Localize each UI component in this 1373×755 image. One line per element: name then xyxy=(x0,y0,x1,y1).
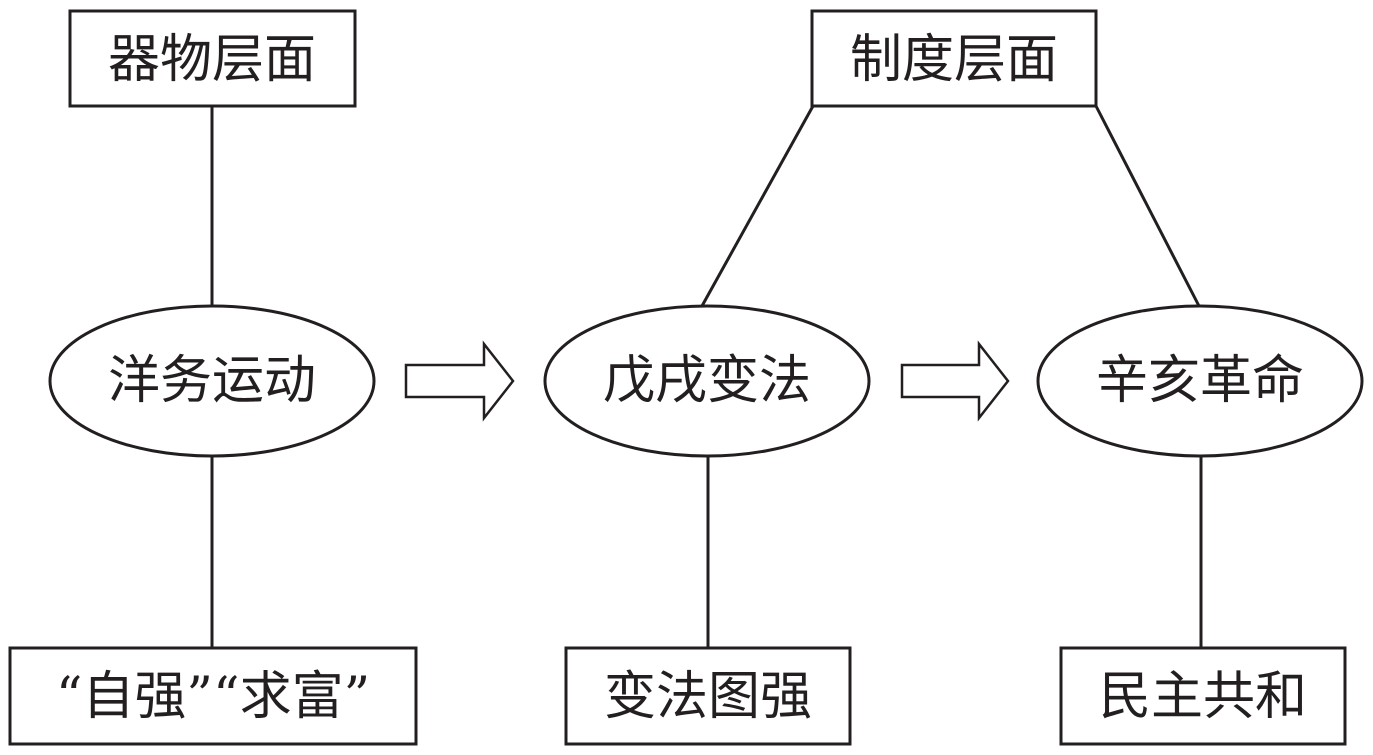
hollow-right-arrow-2 xyxy=(900,340,1010,422)
connector-institutional-to-revolution xyxy=(1094,105,1201,307)
westernization-goal-box: “自强”“求富” xyxy=(8,646,418,746)
hundred-days-reform-label: 戊戌变法 xyxy=(603,351,811,411)
material-level-label: 器物层面 xyxy=(108,30,316,90)
reform-goal-box: 变法图强 xyxy=(564,646,852,746)
xinhai-revolution-node: 辛亥革命 xyxy=(1036,304,1364,458)
revolution-goal-label: 民主共和 xyxy=(1099,667,1307,727)
xinhai-revolution-label: 辛亥革命 xyxy=(1096,351,1304,411)
westernization-goal-label: “自强”“求富” xyxy=(56,667,370,727)
reform-goal-label: 变法图强 xyxy=(604,667,812,727)
connector-institutional-to-reform xyxy=(700,105,815,307)
institutional-level-box: 制度层面 xyxy=(810,9,1098,108)
westernization-movement-label: 洋务运动 xyxy=(108,351,316,411)
material-level-box: 器物层面 xyxy=(68,9,357,108)
revolution-goal-box: 民主共和 xyxy=(1059,646,1347,746)
institutional-level-label: 制度层面 xyxy=(850,30,1058,90)
hundred-days-reform-node: 戊戌变法 xyxy=(543,304,871,458)
hollow-right-arrow-1 xyxy=(404,340,515,422)
westernization-movement-node: 洋务运动 xyxy=(48,304,376,458)
